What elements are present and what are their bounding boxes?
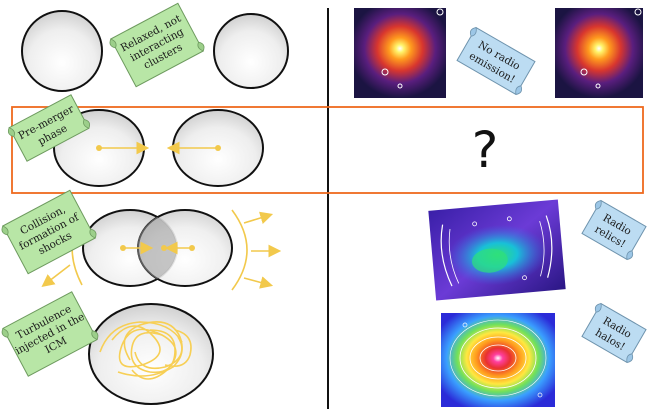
turbulent-cluster	[88, 303, 214, 405]
turbulence-swirls	[99, 321, 192, 380]
collision-arrows	[120, 241, 195, 255]
relaxed-cluster-left	[21, 10, 103, 92]
scroll-no-radio: No radio emission!	[456, 26, 536, 96]
collision-clusters	[82, 209, 233, 287]
scroll-relics: Radio relics!	[581, 199, 647, 261]
scroll-collision: Collision, formation of shocks	[1, 189, 97, 275]
x-ray-image-left	[354, 8, 446, 98]
scroll-turbulence: Turbulence injected in the ICM	[1, 291, 99, 377]
radio-halo-image	[441, 313, 555, 407]
scroll-halos: Radio halos!	[581, 302, 647, 364]
scroll-relaxed: Relaxed, not interacting clusters	[109, 2, 205, 88]
question-mark: ?	[472, 121, 499, 179]
x-ray-image-right	[555, 8, 643, 98]
relaxed-cluster-right	[213, 13, 289, 89]
radio-relic-image	[428, 199, 566, 301]
pre-merger-arrows	[96, 141, 221, 155]
highlight-box	[11, 106, 644, 194]
